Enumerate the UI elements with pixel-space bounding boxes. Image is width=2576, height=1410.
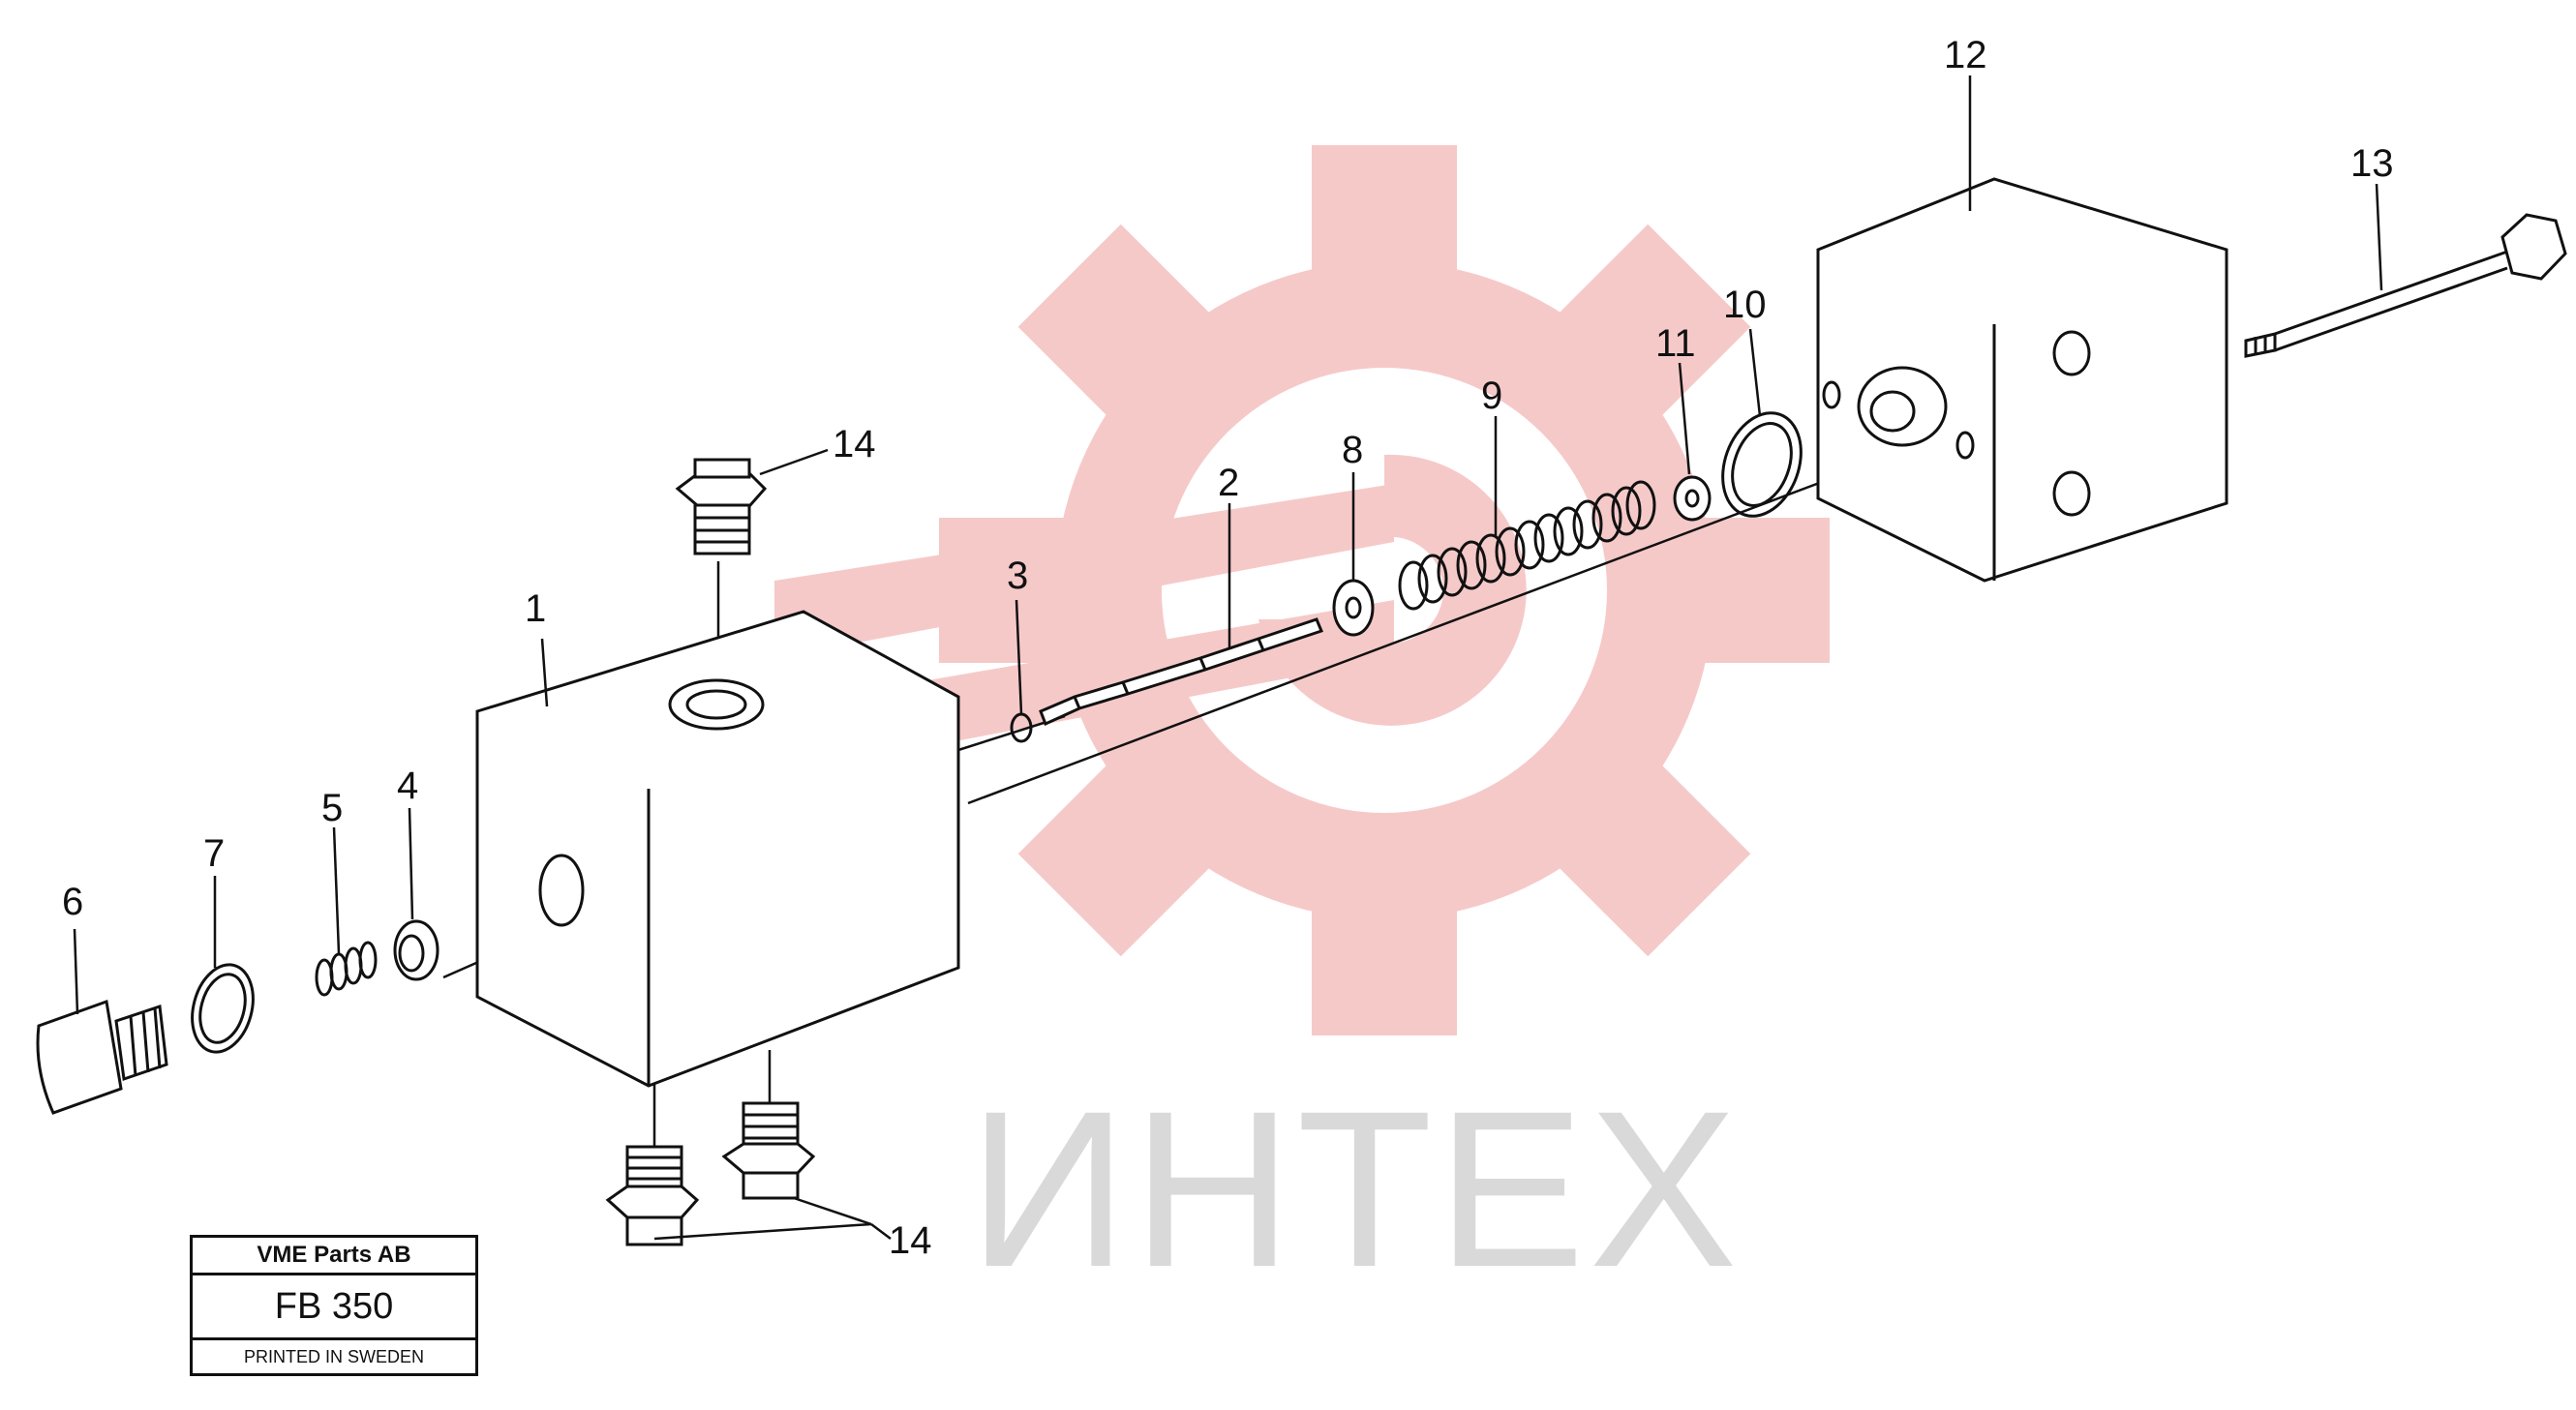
callout-8: 8 (1342, 429, 1363, 471)
callout-12: 12 (1944, 34, 1987, 76)
leader-lines (73, 75, 2383, 1241)
callout-9: 9 (1481, 375, 1502, 417)
callout-labels: 1 2 3 4 5 6 7 8 9 10 11 12 13 14 14 (62, 34, 2394, 1262)
callout-11: 11 (1655, 322, 1696, 365)
o-ring-7 (191, 963, 255, 1054)
fitting-14-bottom-left (605, 1145, 700, 1246)
callout-13: 13 (2350, 142, 2394, 185)
o-ring-10 (1721, 411, 1803, 518)
spool-2 (1039, 617, 1324, 727)
fitting-14-bottom-right (721, 1101, 816, 1200)
callout-1: 1 (525, 587, 546, 630)
callout-2: 2 (1218, 462, 1239, 504)
washer-8 (1332, 579, 1375, 637)
callout-14-top: 14 (833, 423, 876, 465)
callout-3: 3 (1007, 555, 1028, 597)
washer-11 (1673, 475, 1712, 522)
title-stamp: VME Parts AB FB 350 PRINTED IN SWEDEN (190, 1235, 478, 1376)
callout-5: 5 (321, 787, 343, 829)
valve-block-1 (475, 610, 960, 1088)
end-block-12 (1816, 177, 2228, 583)
spring-5 (315, 941, 378, 997)
callout-4: 4 (397, 765, 418, 807)
callout-6: 6 (62, 881, 83, 923)
stamp-code: FB 350 (193, 1275, 475, 1340)
stamp-printed: PRINTED IN SWEDEN (243, 1346, 424, 1366)
plug-6 (36, 999, 168, 1115)
stamp-company: VME Parts AB (193, 1238, 475, 1275)
fitting-14-top (675, 458, 768, 555)
bolt-13 (2244, 213, 2567, 358)
spring-9 (1398, 480, 1656, 611)
callout-14-bottom: 14 (889, 1219, 932, 1262)
watermark-text: ИНТЕХ (968, 1065, 1742, 1313)
sleeve-4 (393, 919, 439, 981)
callout-7: 7 (203, 832, 225, 875)
callout-10: 10 (1723, 284, 1767, 326)
